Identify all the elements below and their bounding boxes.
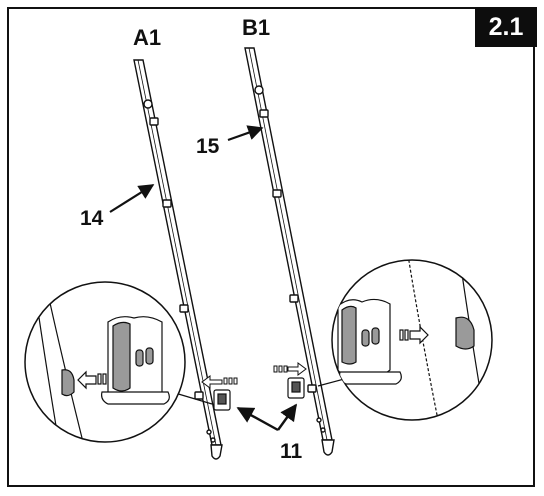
callout-11: 11 — [280, 440, 303, 463]
arrow-left-icon — [201, 375, 238, 389]
callout-14: 14 — [80, 207, 104, 230]
callout-15: 15 — [196, 135, 220, 158]
leader-arrow-icon — [236, 406, 279, 432]
leader-arrow-icon — [277, 403, 297, 431]
rail-label-b1: B1 — [242, 15, 270, 40]
detail-view-left — [24, 281, 186, 443]
clip-right-small — [287, 377, 305, 399]
clip-left-small — [213, 389, 231, 411]
right-rail — [244, 47, 335, 456]
detail-view-right — [331, 259, 493, 421]
leader-arrow-icon — [227, 125, 264, 142]
leader-arrow-icon — [109, 184, 155, 213]
arrow-right-icon — [273, 362, 307, 376]
rail-label-a1: A1 — [133, 25, 161, 50]
step-badge: 2.1 — [475, 7, 537, 47]
detail-pointer-left — [174, 392, 213, 405]
